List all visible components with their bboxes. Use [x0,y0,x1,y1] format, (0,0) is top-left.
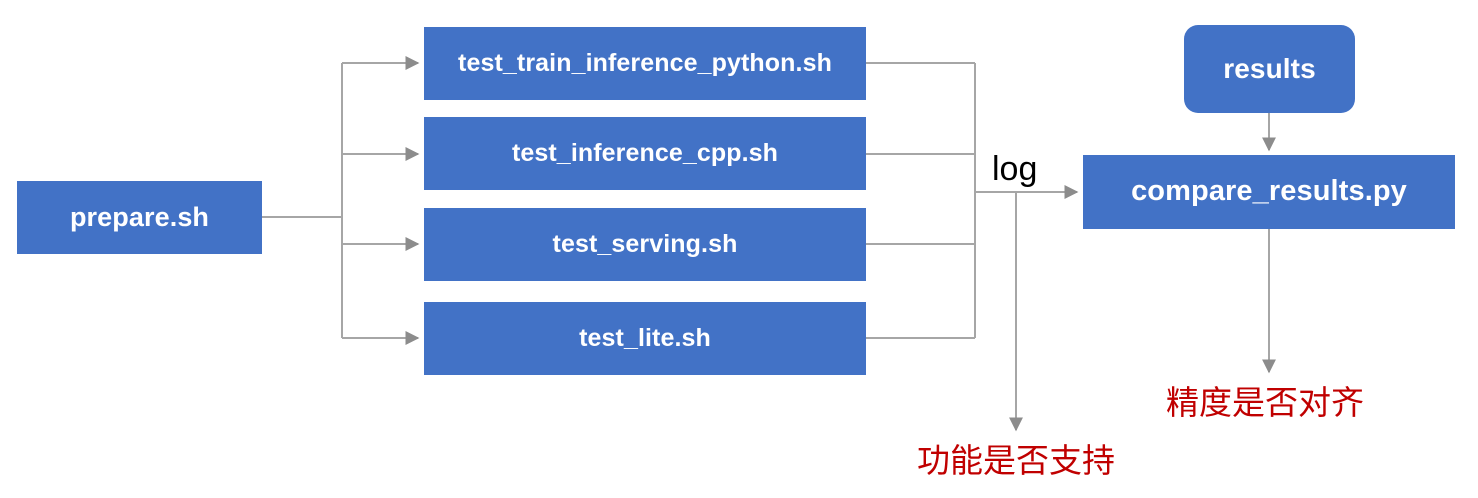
node-test-serving-sh[interactable]: test_serving.sh [424,208,866,281]
node-results[interactable]: results [1184,25,1355,113]
node-test-train-inference-python-sh[interactable]: test_train_inference_python.sh [424,27,866,100]
node-test-lite-sh[interactable]: test_lite.sh [424,302,866,375]
node-test-inference-cpp-sh[interactable]: test_inference_cpp.sh [424,117,866,190]
node-prepare-sh[interactable]: prepare.sh [17,181,262,254]
note-precision-aligned: 精度是否对齐 [1166,383,1364,422]
note-function-supported: 功能是否支持 [917,441,1115,480]
node-compare-results-py[interactable]: compare_results.py [1083,155,1455,229]
edge-label-log: log [992,150,1038,188]
